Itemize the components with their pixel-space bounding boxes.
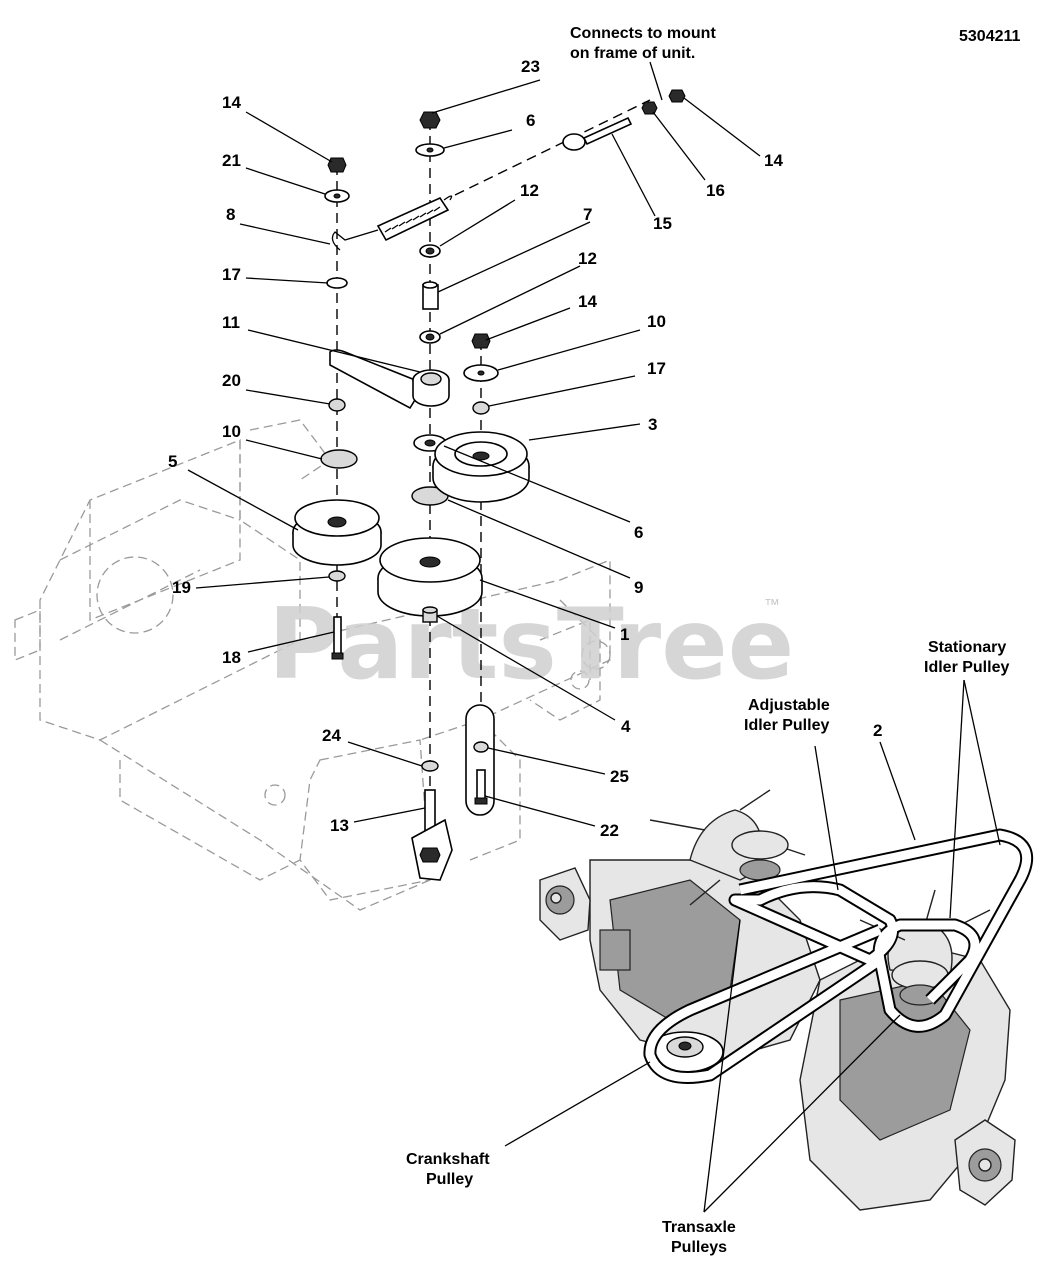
- callout-10-left: 10: [222, 422, 241, 441]
- callout-25: 25: [610, 767, 629, 786]
- callout-19: 19: [172, 578, 191, 597]
- drive-belt: [643, 828, 1034, 1084]
- callout-14-left: 14: [222, 93, 241, 112]
- leader-lines: [187, 61, 1001, 1213]
- stationary-idler-label-line2: Idler Pulley: [924, 659, 1009, 676]
- callout-1: 1: [620, 625, 629, 644]
- frame-mount-note-line1: Connects to mount: [570, 25, 716, 42]
- callout-6-bottom: 6: [634, 523, 643, 542]
- watermark-trademark: ™: [764, 597, 780, 614]
- callout-5: 5: [168, 452, 177, 471]
- frame-mount-note-line2: on frame of unit.: [570, 45, 695, 62]
- spring-rod-axis: [454, 99, 651, 196]
- callout-16: 16: [706, 181, 725, 200]
- callout-15: 15: [653, 214, 672, 233]
- callout-10-right: 10: [647, 312, 666, 331]
- stationary-idler-label-line1: Stationary: [928, 639, 1006, 656]
- callout-23: 23: [521, 57, 540, 76]
- callout-14-middle: 14: [578, 292, 597, 311]
- adjustable-idler-label-line2: Idler Pulley: [744, 717, 829, 734]
- crankshaft-pulley: [646, 1031, 724, 1073]
- callout-numbers: 23 6 14 21 12 8 7 17 12 14 11 10 20 17 1…: [168, 57, 882, 840]
- callout-18: 18: [222, 648, 241, 667]
- callout-17-right: 17: [647, 359, 666, 378]
- crankshaft-pulley-label-line2: Pulley: [426, 1171, 473, 1188]
- center-stack-hardware: [377, 111, 483, 881]
- adjustable-idler-label-line1: Adjustable: [748, 697, 830, 714]
- transaxle-pulleys-label-line1: Transaxle: [662, 1219, 736, 1236]
- transaxle-pulleys-label-line2: Pulleys: [671, 1239, 727, 1256]
- callout-3: 3: [648, 415, 657, 434]
- callout-12-lower: 12: [578, 249, 597, 268]
- callout-12-upper: 12: [520, 181, 539, 200]
- idler-arm: [329, 349, 450, 410]
- callout-22: 22: [600, 821, 619, 840]
- callout-11: 11: [222, 313, 240, 332]
- callout-14-right: 14: [764, 151, 783, 170]
- document-number: 5304211: [959, 28, 1021, 45]
- left-stack-hardware: [292, 157, 382, 660]
- watermark-text: PartsTree: [268, 588, 794, 702]
- callout-24: 24: [322, 726, 341, 745]
- callout-8: 8: [226, 205, 235, 224]
- callout-7: 7: [583, 205, 592, 224]
- adjustment-rod: [562, 89, 686, 151]
- callout-17-left: 17: [222, 265, 241, 284]
- callout-9: 9: [634, 578, 643, 597]
- callout-20: 20: [222, 371, 241, 390]
- crankshaft-pulley-label-line1: Crankshaft: [406, 1151, 490, 1168]
- callout-4: 4: [621, 717, 631, 736]
- callout-6-top: 6: [526, 111, 535, 130]
- callout-21: 21: [222, 151, 241, 170]
- extension-spring: [331, 195, 453, 251]
- callout-2: 2: [873, 721, 882, 740]
- right-stack-hardware: [432, 333, 530, 816]
- callout-13: 13: [330, 816, 349, 835]
